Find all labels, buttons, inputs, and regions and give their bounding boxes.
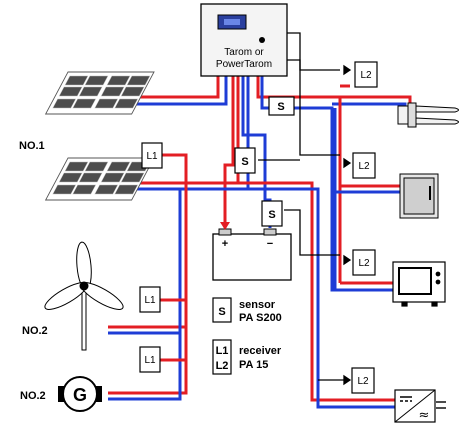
receiver-l1-generator-label: L1 — [144, 355, 156, 366]
legend-receiver-symbol-2: L2 — [216, 360, 229, 372]
arrow-l2-tv — [343, 254, 352, 266]
solar-panel-1-icon — [44, 71, 155, 115]
sensor-battery-positive-label: S — [241, 156, 248, 168]
receiver-l2-lamp: L2 — [354, 61, 378, 88]
label-no1: NO.1 — [19, 140, 45, 152]
sensor-battery-negative-label: S — [268, 209, 275, 221]
legend: S sensor PA S200 L1 L2 receiver PA 15 — [212, 297, 282, 375]
signal-controller-l2 — [286, 32, 340, 71]
arrow-l2-lamp — [343, 64, 352, 76]
charge-controller: Tarom or PowerTarom — [200, 3, 288, 77]
legend-sensor-line2: PA S200 — [239, 312, 282, 324]
legend-sensor-line1: sensor — [239, 299, 276, 311]
controller-knob-icon — [259, 37, 265, 43]
receiver-l1-solar-label: L1 — [146, 151, 158, 162]
receiver-l2-fridge: L2 — [352, 152, 376, 179]
arrow-l2-inverter — [343, 374, 352, 386]
sensor-battery-positive: S — [234, 147, 256, 174]
wire-inverter-positive — [122, 181, 395, 402]
legend-sensor: S sensor PA S200 — [212, 297, 282, 324]
controller-label-line2: PowerTarom — [216, 59, 272, 70]
inverter-ac-symbol: ≈ — [419, 408, 430, 423]
sensor-load: S — [268, 96, 295, 116]
fridge-icon — [399, 173, 439, 219]
wiring — [108, 76, 412, 409]
receiver-l1-generator: L1 — [139, 346, 161, 373]
wire-generator-positive — [108, 327, 188, 395]
receiver-l2-lamp-label: L2 — [360, 70, 372, 81]
inverter-icon: ≈ — [394, 389, 446, 423]
receiver-l1-wind: L1 — [139, 286, 161, 313]
legend-receiver-line2: PA 15 — [239, 359, 268, 371]
television-icon — [392, 261, 446, 307]
wind-turbine-icon — [44, 241, 124, 351]
wire-load-negative-lamp — [332, 102, 407, 115]
arrow-battery-icon — [220, 222, 230, 230]
battery-minus: − — [267, 238, 273, 250]
generator-symbol: G — [73, 385, 87, 405]
lamp-icon — [397, 102, 459, 128]
label-no2-wind: NO.2 — [22, 325, 48, 337]
sensor-load-label: S — [277, 101, 284, 113]
sensor-battery-negative: S — [261, 200, 283, 227]
wire-solar1-positive — [120, 76, 220, 99]
receiver-l2-fridge-label: L2 — [358, 161, 370, 172]
legend-sensor-symbol: S — [218, 306, 225, 318]
controller-label-line1: Tarom or — [224, 47, 264, 58]
battery-icon: + − — [212, 228, 292, 281]
legend-receiver-symbol-1: L1 — [216, 345, 229, 357]
wire-inverter-negative — [122, 187, 395, 409]
wire-battery-positive — [223, 76, 235, 228]
receiver-l2-inverter: L2 — [351, 367, 375, 394]
receiver-l1-wind-label: L1 — [144, 295, 156, 306]
wire-solar1-negative — [120, 76, 228, 106]
arrow-l2-fridge — [343, 157, 352, 169]
receiver-l2-tv: L2 — [352, 249, 376, 276]
battery-plus: + — [222, 238, 228, 250]
receiver-l2-tv-label: L2 — [358, 258, 370, 269]
solar-panel-2-icon — [44, 157, 155, 201]
wire-generator-negative — [108, 333, 182, 401]
label-no2-generator: NO.2 — [20, 390, 46, 402]
receiver-l1-solar: L1 — [141, 142, 163, 169]
generator-icon: G — [58, 376, 102, 412]
signal-sensor-bus — [286, 59, 340, 156]
wire-l1-solar2 — [160, 153, 188, 183]
signal-sensor-s2 — [284, 209, 340, 256]
legend-receiver-line1: receiver — [239, 345, 282, 357]
legend-receiver: L1 L2 receiver PA 15 — [212, 339, 282, 375]
receiver-l2-inverter-label: L2 — [357, 376, 369, 387]
